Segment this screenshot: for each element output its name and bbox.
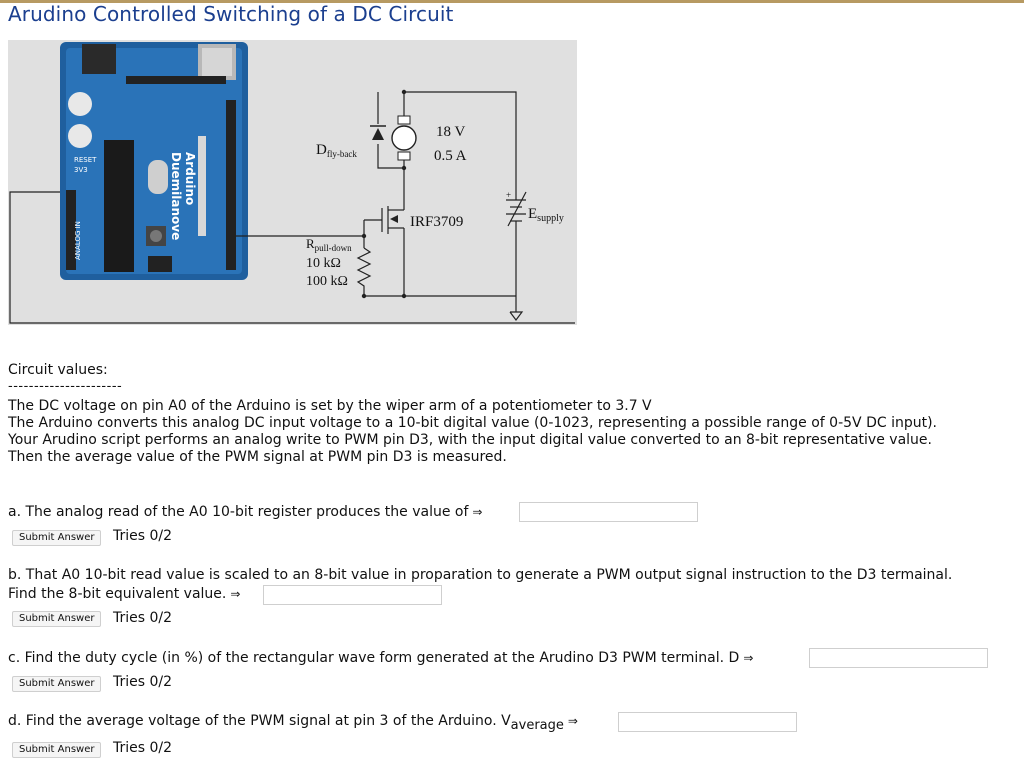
answer-input-b[interactable] [263,585,442,605]
top-accent-bar [0,0,1024,3]
arduino-board-image: RESET 3V3 ANALOG IN Arduino Duemilanove [60,42,248,280]
submit-answer-a-button[interactable]: Submit Answer [12,530,102,546]
board-reset-label: RESET [74,156,97,164]
answer-input-c[interactable] [809,648,988,668]
description-line: Then the average value of the PWM signal… [8,449,507,465]
description-line: Your Arudino script performs an analog w… [8,432,932,448]
board-analog-label: ANALOG IN [74,221,82,260]
question-d-text: d. Find the average voltage of the PWM s… [8,713,578,733]
diode-symbol [372,128,384,140]
arrow-icon: ⇒ [567,714,578,728]
submit-answer-c-button[interactable]: Submit Answer [12,676,102,692]
arrow-icon: ⇒ [230,587,241,601]
description-line: The Arduino converts this analog DC inpu… [8,415,938,431]
circuit-wires [9,91,575,324]
question-a-text: a. The analog read of the A0 10-bit regi… [8,504,483,520]
lamp-symbol [391,125,417,151]
battery-plus-label: + [506,190,511,200]
circuit-values-heading: Circuit values: [8,362,108,378]
submit-answer-d-button[interactable]: Submit Answer [12,742,102,758]
answer-input-d[interactable] [618,712,797,732]
question-c-text: c. Find the duty cycle (in %) of the rec… [8,650,754,666]
tries-b: Tries 0/2 [113,610,173,626]
mosfet-label: IRF3709 [410,214,463,230]
description-line: The DC voltage on pin A0 of the Arduino … [8,398,652,414]
circuit-diagram: RESET 3V3 ANALOG IN Arduino Duemilanove [9,42,575,324]
arrow-icon: ⇒ [472,505,483,519]
tries-c: Tries 0/2 [113,674,173,690]
diode-label: Dfly-back [316,142,357,159]
question-b-line1: b. That A0 10-bit read value is scaled t… [8,567,953,583]
dash-separator: ---------------------- [8,379,123,394]
rpull-label: Rpull-down [306,236,352,253]
tries-d: Tries 0/2 [113,740,173,756]
board-name-label: Arduino [183,152,197,205]
answer-input-a[interactable] [519,502,698,522]
rpull-value-1: 10 kΩ [306,256,341,271]
problem-description: The DC voltage on pin A0 of the Arduino … [8,398,1018,466]
esupply-label: Esupply [528,206,564,224]
rpull-value-2: 100 kΩ [306,274,348,289]
question-b-line2: Find the 8-bit equivalent value.⇒ [8,586,241,602]
submit-answer-b-button[interactable]: Submit Answer [12,611,102,627]
arrow-icon: ⇒ [743,651,754,665]
supply-voltage-label: 18 V [436,124,465,140]
supply-current-label: 0.5 A [434,148,467,164]
board-3v3-label: 3V3 [74,166,88,174]
tries-a: Tries 0/2 [113,528,173,544]
board-model-label: Duemilanove [169,152,183,240]
average-subscript: average [510,718,564,733]
page-title: Arudino Controlled Switching of a DC Cir… [8,2,454,26]
circuit-figure: RESET 3V3 ANALOG IN Arduino Duemilanove [8,40,577,325]
